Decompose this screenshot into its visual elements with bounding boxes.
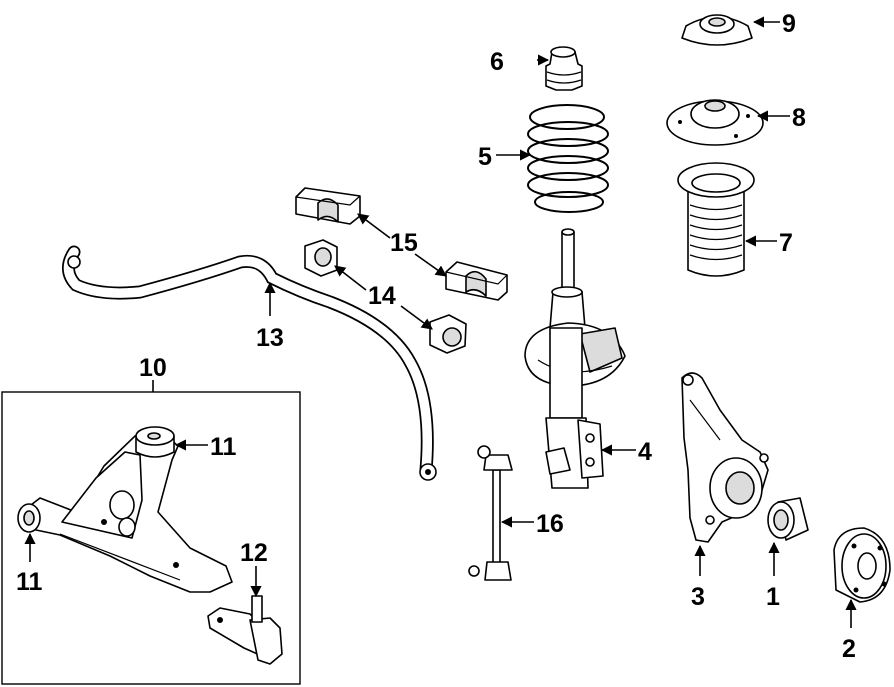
callout-labels: 9 6 8 5 7 15 14 13 10 11 4 16 12 11 3 1 …: [16, 10, 856, 663]
part-control-arm-bushing-front: [17, 503, 41, 533]
callout-15: 15: [390, 229, 418, 257]
callout-5: 5: [478, 143, 492, 171]
part-strut-assembly: [524, 228, 626, 489]
callout-8: 8: [792, 104, 806, 132]
callout-11-front: 11: [16, 568, 43, 596]
part-coil-spring: [527, 104, 609, 213]
part-wheel-hub: [833, 527, 891, 603]
callout-6: 6: [490, 48, 504, 76]
callout-3: 3: [691, 583, 705, 611]
callout-10: 10: [139, 354, 167, 382]
part-strut-mount-cap: [681, 14, 753, 46]
part-stabilizer-bracket-lower: [445, 261, 508, 301]
part-stabilizer-link: [468, 445, 513, 581]
callout-16: 16: [536, 510, 564, 538]
part-steering-knuckle: [681, 372, 769, 543]
callout-2: 2: [842, 635, 856, 663]
lower-control-arm-box: [1, 391, 301, 685]
callout-9: 9: [782, 10, 796, 38]
part-stabilizer-bar: [62, 245, 437, 481]
callout-13: 13: [256, 324, 284, 352]
callout-14: 14: [368, 282, 396, 310]
part-dust-boot: [677, 162, 755, 277]
callout-11-rear: 11: [210, 433, 237, 461]
part-stabilizer-bushing-upper: [304, 239, 338, 277]
callout-7: 7: [779, 229, 793, 257]
part-strut-mount-plate: [666, 99, 764, 146]
callout-4: 4: [638, 438, 652, 466]
callout-leaders: [24, 16, 857, 628]
part-wheel-bearing: [767, 497, 809, 541]
part-stabilizer-bushing-lower: [429, 314, 467, 354]
callout-12: 12: [240, 539, 268, 567]
part-jounce-bumper: [545, 46, 583, 91]
part-control-arm-bushing-rear: [135, 426, 175, 458]
callout-1: 1: [766, 583, 780, 611]
part-stabilizer-bracket-upper: [295, 187, 361, 225]
part-lower-control-arm: [21, 429, 233, 593]
part-ball-joint: [207, 595, 283, 665]
